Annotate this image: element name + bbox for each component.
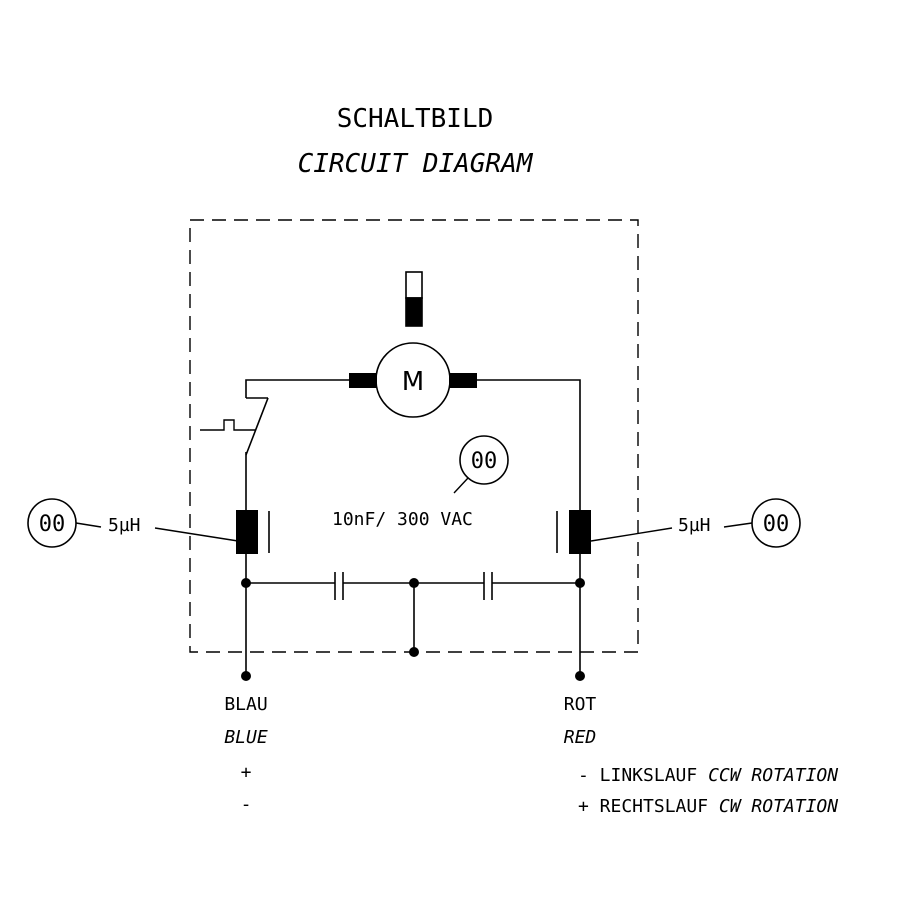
legend-line-1-prefix: - LINKSLAUF bbox=[578, 765, 697, 786]
motor-brush-right bbox=[449, 373, 477, 388]
inductor-left bbox=[236, 510, 270, 554]
motor: M bbox=[349, 342, 477, 418]
bubble-capacitor: 00 bbox=[453, 435, 509, 494]
bubble-left-text: 00 bbox=[39, 512, 66, 537]
legend-line-2-prefix: + RECHTSLAUF bbox=[578, 796, 708, 817]
legend-line-2-en: CW ROTATION bbox=[719, 796, 838, 817]
terminal-left-label-en: BLUE bbox=[224, 727, 268, 748]
terminal-right-label-en: RED bbox=[564, 727, 597, 748]
diagram-subtitle: CIRCUIT DIAGRAM bbox=[298, 149, 534, 179]
legend-line-1: - LINKSLAUF CCW ROTATION bbox=[578, 765, 838, 786]
inductor-left-leader bbox=[154, 527, 239, 542]
legend-line-1-en: CCW ROTATION bbox=[708, 765, 838, 786]
terminal-left-polarity-1: + bbox=[241, 762, 252, 783]
thermal-switch bbox=[200, 397, 269, 456]
terminal-left-polarity-2: - bbox=[241, 794, 252, 815]
bubble-right-text: 00 bbox=[763, 512, 790, 537]
bubble-left: 00 bbox=[27, 498, 102, 548]
capacitor-label: 10nF/ 300 VAC bbox=[332, 509, 473, 530]
inductor-right-label: 5µH bbox=[678, 515, 711, 536]
bubble-capacitor-text: 00 bbox=[471, 449, 498, 474]
bubble-right: 00 bbox=[723, 498, 801, 548]
motor-brush-left bbox=[349, 373, 377, 388]
terminal-left-label-de: BLAU bbox=[224, 694, 267, 715]
wire-top-left bbox=[245, 379, 349, 398]
inductor-left-label: 5µH bbox=[108, 515, 141, 536]
terminal-right-dot bbox=[575, 671, 585, 681]
legend-line-2: + RECHTSLAUF CW ROTATION bbox=[578, 796, 838, 817]
inductor-right-leader bbox=[590, 527, 673, 542]
terminal-left-dot bbox=[241, 671, 251, 681]
diagram-title: SCHALTBILD bbox=[337, 104, 494, 134]
terminal-right-label-de: ROT bbox=[564, 694, 597, 715]
inductor-right bbox=[556, 510, 591, 554]
wire-top-right bbox=[477, 379, 581, 510]
capacitor-bus bbox=[241, 572, 585, 657]
brush-symbol bbox=[405, 271, 423, 327]
motor-label: M bbox=[402, 367, 424, 397]
